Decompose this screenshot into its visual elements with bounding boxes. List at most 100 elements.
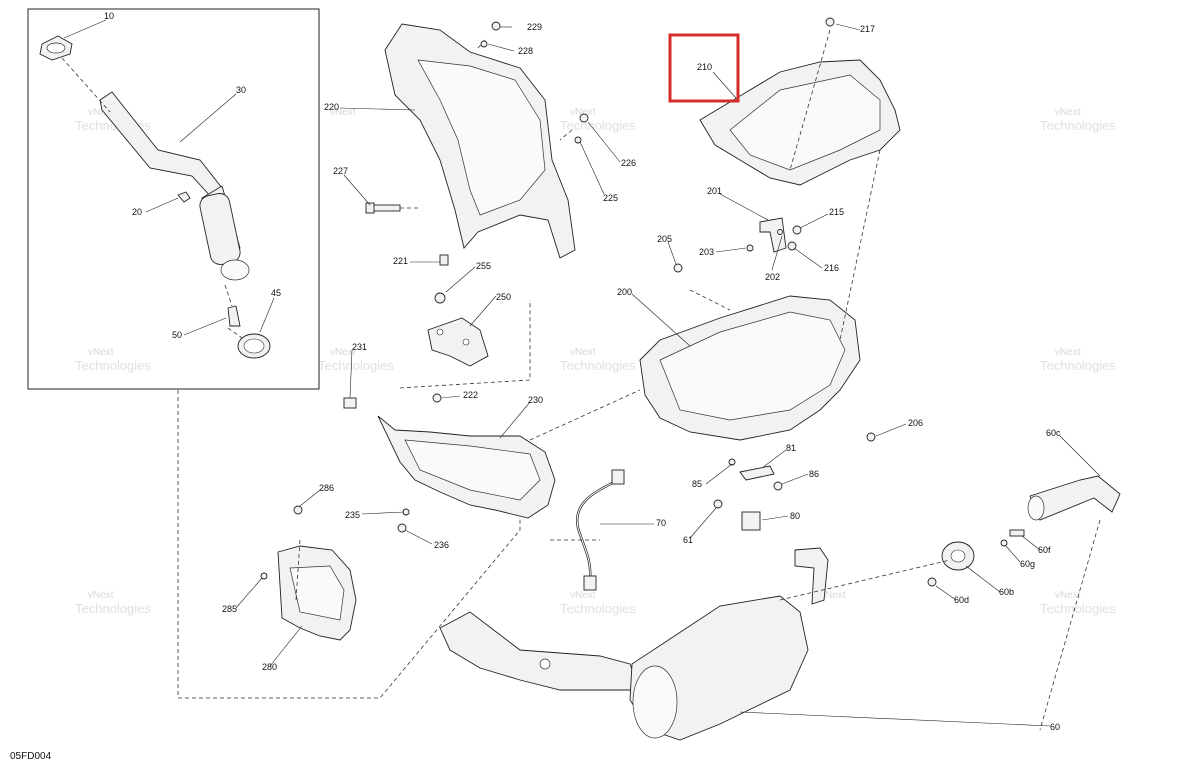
callout-60f: 60f <box>1038 545 1051 555</box>
callout-225: 225 <box>603 193 618 203</box>
part-217-nut[interactable] <box>825 17 835 27</box>
callout-85: 85 <box>692 479 702 489</box>
watermark-text: vNext <box>570 590 596 601</box>
part-200-heat-shield[interactable] <box>639 295 861 441</box>
part-60b-flange[interactable] <box>941 541 975 571</box>
watermark-text: vNext <box>820 590 846 601</box>
callout-226: 226 <box>621 158 636 168</box>
watermark-text: Technologies <box>1040 358 1116 373</box>
part-70-oxygen-sensor[interactable] <box>576 469 625 591</box>
part-20-nut[interactable] <box>177 191 191 203</box>
callout-61: 61 <box>683 535 693 545</box>
part-203-washer[interactable] <box>746 244 754 252</box>
inset-detail-frame <box>27 8 320 390</box>
part-81-bracket[interactable] <box>739 465 775 481</box>
part-206-nut[interactable] <box>866 432 876 442</box>
watermark-text: vNext <box>88 107 114 118</box>
part-60g-washer[interactable] <box>1000 539 1008 547</box>
part-236-nut[interactable] <box>397 523 407 533</box>
part-285-washer[interactable] <box>260 572 268 580</box>
callout-285: 285 <box>222 604 237 614</box>
watermark-text: vNext <box>88 347 114 358</box>
callout-60b: 60b <box>999 587 1014 597</box>
callout-220: 220 <box>324 102 339 112</box>
part-30-pipe[interactable] <box>99 91 250 281</box>
callout-222: 222 <box>463 390 478 400</box>
watermark-text: Technologies <box>560 118 636 133</box>
callout-45: 45 <box>271 288 281 298</box>
highlight-box <box>668 33 740 103</box>
part-250-bracket[interactable] <box>427 317 489 367</box>
callout-200: 200 <box>617 287 632 297</box>
callout-60d: 60d <box>954 595 969 605</box>
part-60d-nut[interactable] <box>927 577 937 587</box>
part-220-heat-shield[interactable] <box>384 23 576 259</box>
leader-lines <box>63 19 1101 727</box>
part-45-gasket[interactable] <box>237 333 271 359</box>
part-60-muffler[interactable] <box>439 547 829 741</box>
callout-229: 229 <box>527 22 542 32</box>
part-225-washer[interactable] <box>574 136 582 144</box>
callout-labels: 10 30 20 45 50 229 228 220 226 225 227 2… <box>104 11 1061 732</box>
part-210-heat-shield[interactable] <box>699 59 901 186</box>
part-227-bolt[interactable] <box>365 202 401 214</box>
part-85-bolt[interactable] <box>728 458 736 466</box>
part-255-bolt[interactable] <box>434 292 446 304</box>
part-228-washer[interactable] <box>480 40 488 48</box>
part-201-bracket[interactable] <box>759 217 787 253</box>
callout-280: 280 <box>262 662 277 672</box>
watermark-text: Technologies <box>75 601 151 616</box>
part-61-nut[interactable] <box>713 499 723 509</box>
callout-81: 81 <box>786 443 796 453</box>
part-222-nut[interactable] <box>432 393 442 403</box>
part-215-nut[interactable] <box>792 225 802 235</box>
callout-80: 80 <box>790 511 800 521</box>
watermark-text: vNext <box>330 107 356 118</box>
part-60c-tailpipe[interactable] <box>1027 475 1121 521</box>
part-80-sensor-box[interactable] <box>741 511 761 531</box>
part-231-clip[interactable] <box>343 397 357 409</box>
part-10-flange[interactable] <box>39 35 73 61</box>
callout-205: 205 <box>657 234 672 244</box>
callout-206: 206 <box>908 418 923 428</box>
callout-217: 217 <box>860 24 875 34</box>
callout-60g: 60g <box>1020 559 1035 569</box>
watermark-text: vNext <box>1055 347 1081 358</box>
callout-215: 215 <box>829 207 844 217</box>
watermark-text: Technologies <box>318 358 394 373</box>
callout-202: 202 <box>765 272 780 282</box>
watermark-text: vNext <box>330 347 356 358</box>
watermark-text: vNext <box>570 347 596 358</box>
callout-216: 216 <box>824 263 839 273</box>
part-86-nut[interactable] <box>773 481 783 491</box>
part-221-clip[interactable] <box>439 254 449 266</box>
callout-227: 227 <box>333 166 348 176</box>
part-60f-bolt[interactable] <box>1009 529 1025 537</box>
watermark-text: Technologies <box>1040 601 1116 616</box>
watermark-text: vNext <box>1055 590 1081 601</box>
callout-20: 20 <box>132 207 142 217</box>
part-280-heat-shield[interactable] <box>277 545 357 641</box>
watermark-text: vNext <box>1055 107 1081 118</box>
assembly-lines <box>177 29 1101 731</box>
part-202-washer[interactable] <box>777 229 783 235</box>
watermark-group: vNext Technologies vNext Technologies vN… <box>75 107 1116 616</box>
callout-255: 255 <box>476 261 491 271</box>
part-226-nut[interactable] <box>579 113 589 123</box>
callout-221: 221 <box>393 256 408 266</box>
callout-60: 60 <box>1050 722 1060 732</box>
callout-10: 10 <box>104 11 114 21</box>
part-205-nut[interactable] <box>673 263 683 273</box>
part-230-heat-shield[interactable] <box>377 415 556 519</box>
part-50-clamp[interactable] <box>227 305 241 327</box>
callout-236: 236 <box>434 540 449 550</box>
watermark-text: Technologies <box>560 358 636 373</box>
part-286-nut[interactable] <box>293 505 303 515</box>
part-229-nut[interactable] <box>491 21 501 31</box>
callout-235: 235 <box>345 510 360 520</box>
callout-60c: 60c <box>1046 428 1061 438</box>
watermark-text: Technologies <box>75 358 151 373</box>
watermark-text: vNext <box>88 590 114 601</box>
callout-50: 50 <box>172 330 182 340</box>
